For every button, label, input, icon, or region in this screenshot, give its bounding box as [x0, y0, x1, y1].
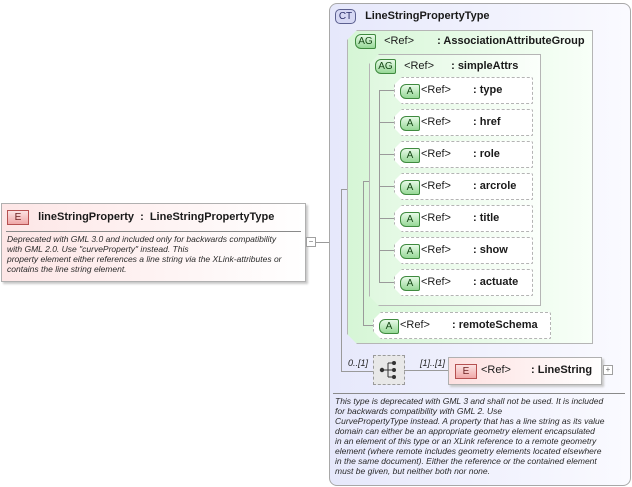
attribute-badge-icon: A [400, 116, 420, 131]
child-multiplicity: [1]..[1] [420, 358, 446, 368]
connector [380, 218, 394, 219]
attribute-name: : remoteSchema [452, 319, 538, 331]
expand-plus-icon[interactable]: + [603, 365, 613, 375]
attribute-title[interactable]: A <Ref> : title [394, 205, 533, 232]
element-badge-icon: E [455, 364, 477, 379]
connector [404, 370, 448, 371]
complex-type-badge-icon: CT [335, 9, 356, 24]
attribute-badge-icon: A [400, 244, 420, 259]
collapse-minus-icon[interactable]: − [306, 237, 316, 247]
element-badge-icon: E [7, 210, 29, 225]
complex-type-name: LineStringPropertyType [365, 10, 490, 22]
connector [380, 250, 394, 251]
inner-group-badge-icon: AG [375, 59, 396, 74]
attribute-name: : role [473, 148, 500, 160]
attribute-show[interactable]: A <Ref> : show [394, 237, 533, 264]
element-header: E lineStringProperty : LineStringPropert… [7, 210, 274, 225]
doc-line: domain can either be an appropriate geom… [335, 426, 595, 436]
attribute-role[interactable]: A <Ref> : role [394, 141, 533, 168]
attribute-badge-icon: A [400, 84, 420, 99]
attribute-badge-icon: A [400, 276, 420, 291]
connector [380, 90, 394, 91]
ref-label: <Ref> [421, 180, 451, 192]
element-documentation: Deprecated with GML 3.0 and included onl… [7, 234, 305, 274]
attribute-badge-icon: A [379, 319, 399, 334]
element-separator: : [140, 211, 144, 223]
attribute-name: : show [473, 244, 508, 256]
connector [341, 371, 373, 372]
doc-line: This type is deprecated with GML 3 and s… [335, 396, 604, 406]
attribute-href[interactable]: A <Ref> : href [394, 109, 533, 136]
attribute-name: : title [473, 212, 500, 224]
doc-line: property element either references a lin… [7, 254, 282, 264]
element-type: LineStringPropertyType [149, 211, 275, 223]
attribute-badge-icon: A [400, 180, 420, 195]
doc-line: must be given, but neither both nor none… [335, 466, 490, 476]
doc-line: contains the line string element. [7, 264, 127, 274]
complex-type-documentation: This type is deprecated with GML 3 and s… [335, 396, 627, 476]
divider [6, 231, 301, 232]
element-lineStringProperty[interactable]: E lineStringProperty : LineStringPropert… [1, 203, 306, 282]
inner-group-header: AG <Ref> : simpleAttrs [375, 59, 518, 74]
attribute-badge-icon: A [400, 212, 420, 227]
sequence-compositor[interactable] [373, 355, 405, 385]
doc-line: Deprecated with GML 3.0 and included onl… [7, 234, 277, 244]
ref-label: <Ref> [421, 212, 451, 224]
connector [363, 181, 364, 325]
inner-group-name: : simpleAttrs [451, 60, 519, 72]
ref-label: <Ref> [421, 116, 451, 128]
sequence-multiplicity: 0..[1] [348, 358, 369, 368]
doc-line: in an element of this type or an XLink r… [335, 436, 597, 446]
connector [380, 282, 394, 283]
connector [363, 325, 373, 326]
ref-label: <Ref> [421, 244, 451, 256]
element-name: lineStringProperty [38, 211, 135, 223]
ref-label: <Ref> [481, 364, 511, 376]
attribute-group-name: : AssociationAttributeGroup [437, 35, 585, 47]
connector [380, 154, 394, 155]
doc-line: with GML 2.0. Use "curveProperty" instea… [7, 244, 189, 254]
connector [341, 189, 342, 371]
attribute-actuate[interactable]: A <Ref> : actuate [394, 269, 533, 296]
ref-label: <Ref> [384, 35, 415, 47]
attribute-name: : actuate [473, 276, 519, 288]
attribute-name: : href [473, 116, 501, 128]
ref-label: <Ref> [421, 84, 451, 96]
attribute-type[interactable]: A <Ref> : type [394, 77, 533, 104]
divider [333, 393, 625, 394]
attribute-name: : type [473, 84, 503, 96]
doc-line: element (where remote includes geometry … [335, 446, 602, 456]
doc-line: in the same document). Either the refere… [335, 456, 597, 466]
attribute-badge-icon: A [400, 148, 420, 163]
attribute-group-header: AG <Ref> : AssociationAttributeGroup [355, 34, 585, 49]
attribute-arcrole[interactable]: A <Ref> : arcrole [394, 173, 533, 200]
attribute-name: : arcrole [473, 180, 517, 192]
ref-label: <Ref> [421, 276, 451, 288]
ref-label: <Ref> [400, 319, 430, 331]
connector [380, 122, 394, 123]
attribute-group-badge-icon: AG [355, 34, 376, 49]
doc-line: for backwards compatibility with GML 2. … [335, 406, 503, 416]
connector [379, 90, 380, 283]
connector [380, 186, 394, 187]
doc-line: CurvePropertyType instead. A property th… [335, 416, 605, 426]
attribute-remoteSchema[interactable]: A <Ref> : remoteSchema [373, 312, 551, 339]
ref-label: <Ref> [404, 60, 435, 72]
element-name: : LineString [531, 364, 593, 376]
element-LineString[interactable]: E <Ref> : LineString [448, 357, 602, 385]
sequence-icon [379, 361, 396, 379]
complex-type-header: CT LineStringPropertyType [335, 9, 490, 24]
ref-label: <Ref> [421, 148, 451, 160]
